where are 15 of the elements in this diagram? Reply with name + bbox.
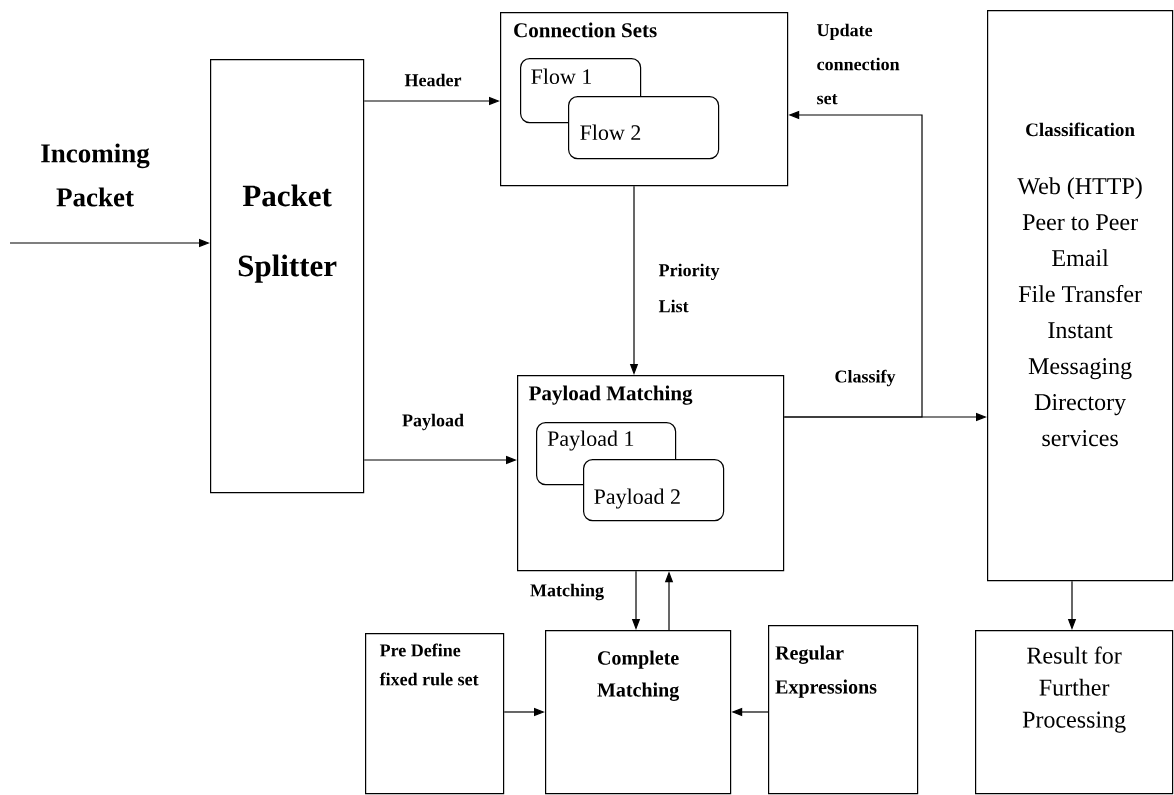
process-box: Complete Matching [545,630,732,795]
edge-label: Payload [402,413,464,431]
rounded-box: Flow 2 [568,96,720,160]
edge-label: Classify [835,369,896,387]
rounded-box: Payload 2 [583,459,725,522]
process-box: Pre Define fixed rule set [365,633,505,795]
edge-label: Incoming Packet [41,143,150,207]
edge-label: Update connection set [817,23,900,105]
edge-label: Header [404,73,462,87]
process-box: Result for Further Processing [975,630,1174,795]
edge-label: Priority List [658,263,720,313]
process-box: Regular Expressions [768,625,919,795]
edge-label: Matching [530,583,604,601]
process-box: Packet Splitter [210,59,365,494]
process-box: Classification Web (HTTP) Peer to Peer Email File Transfer Instant Messaging Directory services [987,10,1174,582]
